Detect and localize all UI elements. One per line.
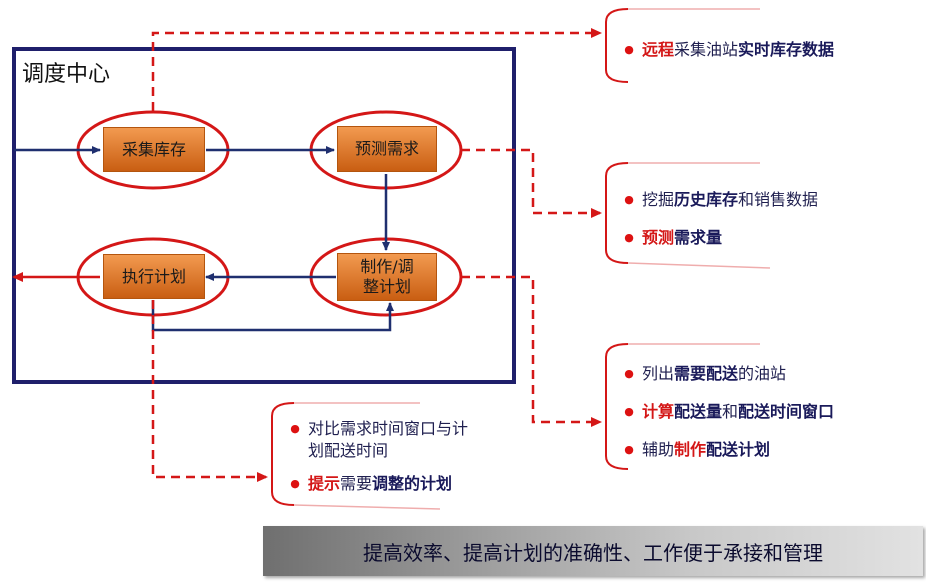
note-execute-l2-red: 提示 bbox=[308, 474, 341, 493]
process-adjust: 制作/调 整计划 bbox=[337, 253, 437, 301]
note-adjust-l2-bold2: 配送时间窗口 bbox=[738, 402, 835, 421]
note-execute-l2-plain: 需要 bbox=[340, 474, 373, 493]
connector-forecast bbox=[461, 148, 602, 218]
note-adjust-l2-bold1: 配送量 bbox=[674, 402, 723, 421]
note-execute-line1a: ● 对比需求时间窗口与计 bbox=[282, 415, 468, 439]
note-adjust-l3-bold: 配送计划 bbox=[706, 440, 771, 459]
process-execute-label: 执行计划 bbox=[121, 266, 186, 286]
process-adjust-label-line1: 制作/调 bbox=[360, 257, 414, 276]
process-forecast-label: 预测需求 bbox=[354, 139, 419, 158]
connector-remote bbox=[151, 28, 602, 111]
dispatch-center-label: 调度中心 bbox=[22, 62, 111, 87]
note-adjust-l3-plain: 辅助 bbox=[642, 440, 675, 459]
bullet-icon: ● bbox=[624, 405, 634, 418]
bullet-icon: ● bbox=[624, 193, 634, 206]
bullet-icon: ● bbox=[290, 477, 300, 490]
bullet-icon: ● bbox=[290, 422, 300, 435]
callout-forecast-bottom bbox=[627, 262, 771, 269]
note-remote-bold: 实时库存数据 bbox=[738, 40, 835, 59]
note-execute-l2-bold: 调整的计划 bbox=[372, 474, 453, 493]
note-forecast-l1-plain1: 挖掘 bbox=[642, 190, 675, 209]
connector-execute bbox=[151, 300, 268, 482]
connector-adjust bbox=[461, 275, 602, 427]
summary-banner-text: 提高效率、提高计划的准确性、工作便于承接和管理 bbox=[363, 540, 823, 565]
note-adjust-line1: ● 列出需要配送的油站 bbox=[616, 360, 786, 384]
callout-adjust-bracket bbox=[605, 343, 629, 470]
note-adjust-l2-red: 计算 bbox=[642, 402, 675, 421]
process-collect: 采集库存 bbox=[103, 127, 205, 172]
process-collect-label: 采集库存 bbox=[121, 139, 186, 159]
note-adjust-line2: ● 计算配送量和配送时间窗口 bbox=[616, 398, 834, 422]
process-forecast: 预测需求 bbox=[337, 126, 437, 172]
note-execute-line2: ● 提示需要调整的计划 bbox=[282, 470, 452, 494]
note-execute-l1b: 划配送时间 bbox=[308, 441, 389, 460]
note-execute: ● 对比需求时间窗口与计 划配送时间 ● 提示需要调整的计划 bbox=[282, 415, 522, 495]
callout-remote-bracket bbox=[605, 8, 629, 83]
bullet-icon: ● bbox=[624, 443, 634, 456]
bullet-icon: ● bbox=[624, 43, 634, 56]
bullet-icon: ● bbox=[624, 231, 634, 244]
bullet-icon: ● bbox=[624, 367, 634, 380]
dispatch-center-frame bbox=[12, 47, 516, 384]
note-remote-red: 远程 bbox=[642, 40, 675, 59]
flow-execute-feedback bbox=[151, 300, 394, 332]
note-adjust-line3: ● 辅助制作配送计划 bbox=[616, 436, 770, 460]
note-forecast-l2-red: 预测 bbox=[642, 228, 675, 247]
note-adjust-l1-bold: 需要配送 bbox=[674, 364, 739, 383]
note-adjust: ● 列出需要配送的油站 ● 计算配送量和配送时间窗口 ● 辅助制作配送计划 bbox=[616, 360, 916, 460]
process-adjust-label-line2: 整计划 bbox=[362, 277, 411, 296]
summary-banner: 提高效率、提高计划的准确性、工作便于承接和管理 bbox=[263, 526, 923, 576]
note-adjust-l3-red: 制作 bbox=[674, 440, 707, 459]
callout-execute-bottom bbox=[293, 504, 441, 510]
note-forecast-l1-plain2: 和销售数据 bbox=[738, 190, 819, 209]
note-forecast-line2: ● 预测需求量 bbox=[616, 224, 722, 248]
note-remote: ● 远程采集油站实时库存数据 bbox=[616, 36, 916, 60]
note-forecast-line1: ● 挖掘历史库存和销售数据 bbox=[616, 186, 818, 210]
note-execute-l1a: 对比需求时间窗口与计 bbox=[308, 419, 469, 438]
note-execute-line1b: 划配送时间 bbox=[308, 437, 388, 461]
note-forecast: ● 挖掘历史库存和销售数据 ● 预测需求量 bbox=[616, 186, 916, 248]
note-remote-plain: 采集油站 bbox=[674, 40, 739, 59]
process-execute: 执行计划 bbox=[103, 254, 205, 299]
note-adjust-l1-plain1: 列出 bbox=[642, 364, 675, 383]
note-remote-line1: ● 远程采集油站实时库存数据 bbox=[616, 36, 834, 60]
note-forecast-l2-bold: 需求量 bbox=[674, 228, 723, 247]
callout-forecast-bracket bbox=[605, 162, 629, 264]
note-forecast-l1-bold: 历史库存 bbox=[674, 190, 739, 209]
note-adjust-l1-plain2: 的油站 bbox=[738, 364, 787, 383]
callout-execute-bracket bbox=[271, 402, 295, 506]
note-adjust-l2-plain: 和 bbox=[722, 402, 739, 421]
